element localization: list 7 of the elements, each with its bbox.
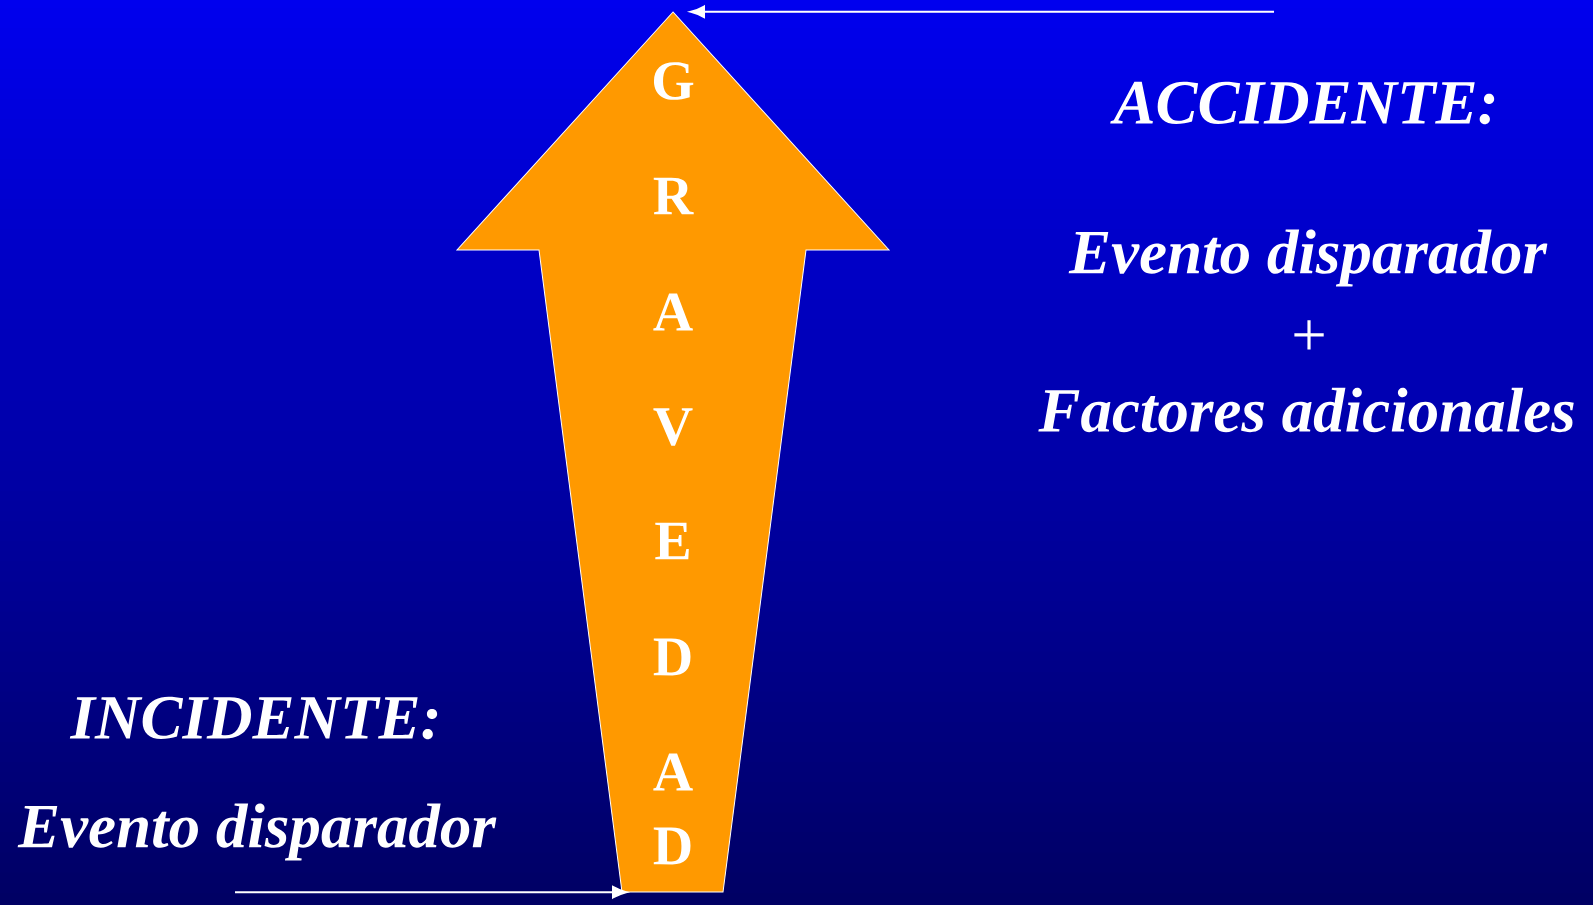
heading-text: ACCIDENTE: (1110, 81, 1495, 125)
heading-text: INCIDENTE: (69, 696, 438, 740)
plus-sign: + (1294, 320, 1324, 350)
body-text: Evento disparador (1068, 229, 1548, 287)
arrow (234, 885, 627, 899)
body-text: Factores adicionales (1038, 387, 1574, 433)
arrow (690, 5, 1275, 18)
